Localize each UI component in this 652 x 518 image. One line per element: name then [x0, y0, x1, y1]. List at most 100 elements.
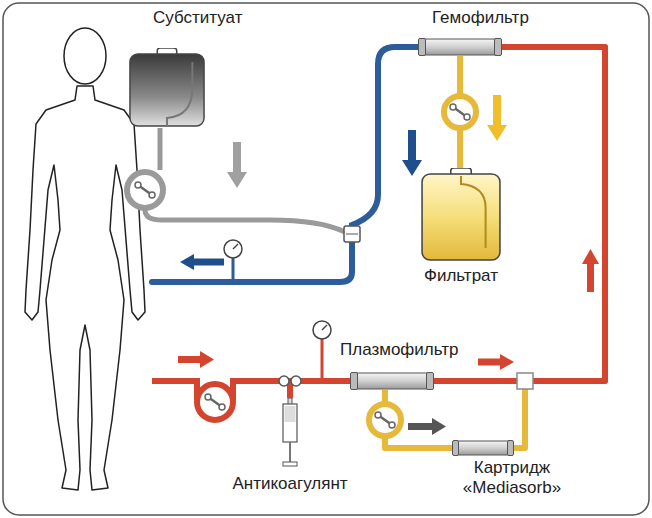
pressure-gauge [313, 321, 331, 339]
node-shape [356, 373, 428, 389]
node-shape [281, 398, 299, 468]
flow-arrow [178, 351, 214, 368]
node-label: Гемофильтр [432, 8, 529, 28]
plasmafilter: Плазмофильтр [350, 372, 434, 390]
flow-arrow [227, 142, 247, 188]
node-shape [419, 39, 426, 56]
flow-arrow [432, 418, 446, 435]
valve [279, 376, 301, 386]
frame [3, 3, 649, 515]
flow-arrow [180, 254, 224, 270]
arterial-line [321, 339, 324, 381]
filtrate-bag: Фильтрат [420, 168, 502, 262]
venous-line [232, 258, 235, 282]
flow-arrow [402, 160, 422, 176]
flow-arrow [587, 264, 594, 292]
blood-line [502, 47, 605, 448]
flow-arrow [487, 125, 507, 141]
node-shape [283, 462, 297, 466]
flow-arrow [408, 418, 446, 435]
flow-arrow [408, 130, 416, 160]
node-shape [508, 441, 514, 456]
roller-pump [127, 172, 163, 208]
node-shape [420, 168, 502, 262]
flow-arrow [227, 172, 247, 188]
pressure-gauge [224, 240, 242, 258]
node-shape [285, 406, 296, 422]
node-label: Фильтрат [424, 266, 498, 286]
flow-arrow [408, 423, 432, 430]
person-silhouette [25, 86, 145, 490]
venous-line [152, 47, 418, 282]
substitute-line [145, 128, 345, 232]
luer-connector [344, 226, 360, 242]
flow-arrow [180, 254, 194, 270]
node-shape [289, 442, 291, 462]
node-label: Антикоагулянт [232, 474, 347, 494]
roller-pump [204, 391, 226, 413]
roller-pump [444, 96, 476, 128]
roller-pump [134, 179, 156, 201]
substitute-line [145, 210, 345, 232]
roller-pump [369, 404, 401, 436]
flow-arrow [500, 354, 514, 370]
pressure-gauge [313, 321, 331, 339]
pressure-gauge [224, 240, 242, 258]
node-label: Субституат [153, 8, 242, 28]
t-junction [517, 373, 533, 389]
node-shape [424, 39, 496, 55]
person-silhouette [25, 28, 145, 490]
flow-arrow [582, 249, 599, 292]
node-shape [283, 404, 297, 442]
flow-arrow [493, 95, 501, 125]
valve [279, 376, 289, 386]
roller-pump [449, 101, 471, 123]
venous-line [152, 47, 418, 282]
hemofilter: Гемофильтр [418, 38, 502, 56]
flow-arrow [178, 356, 200, 363]
node-shape [427, 373, 434, 390]
pressure-gauge [233, 244, 238, 249]
substitute-bag: Субституат [128, 48, 206, 128]
flow-arrow [478, 359, 500, 366]
node-shape [452, 440, 514, 456]
flow-arrow [478, 354, 514, 370]
sorbent-cartridge: Картридж «Mediasorb» [452, 440, 514, 456]
node-shape [461, 176, 486, 248]
roller-pump [127, 172, 163, 208]
roller-pump [444, 96, 476, 128]
node-shape [422, 174, 500, 260]
arterial-line [152, 381, 197, 400]
person-silhouette [64, 28, 106, 84]
node-label: Плазмофильтр [340, 340, 459, 360]
luer-connector [346, 234, 358, 235]
flow-arrow [582, 249, 599, 264]
node-shape [457, 441, 509, 455]
luer-connector [344, 226, 360, 242]
node-shape [418, 38, 502, 56]
pressure-gauge [322, 325, 327, 330]
flow-arrow [194, 259, 224, 266]
roller-pump [369, 404, 401, 436]
roller-pump [197, 384, 233, 420]
flow-arrow [402, 130, 422, 176]
substitute-line [158, 128, 163, 170]
node-shape [351, 373, 358, 390]
valve [291, 376, 301, 386]
node-shape [128, 48, 206, 128]
node-shape [167, 62, 192, 126]
node-shape [130, 54, 204, 126]
flow-arrow [487, 95, 507, 141]
roller-pump [374, 409, 396, 431]
arterial-line [152, 339, 350, 400]
node-shape [453, 441, 459, 456]
node-shape [495, 39, 502, 56]
roller-pump [197, 384, 233, 420]
flow-arrow [233, 142, 241, 172]
flow-arrow [200, 351, 214, 368]
